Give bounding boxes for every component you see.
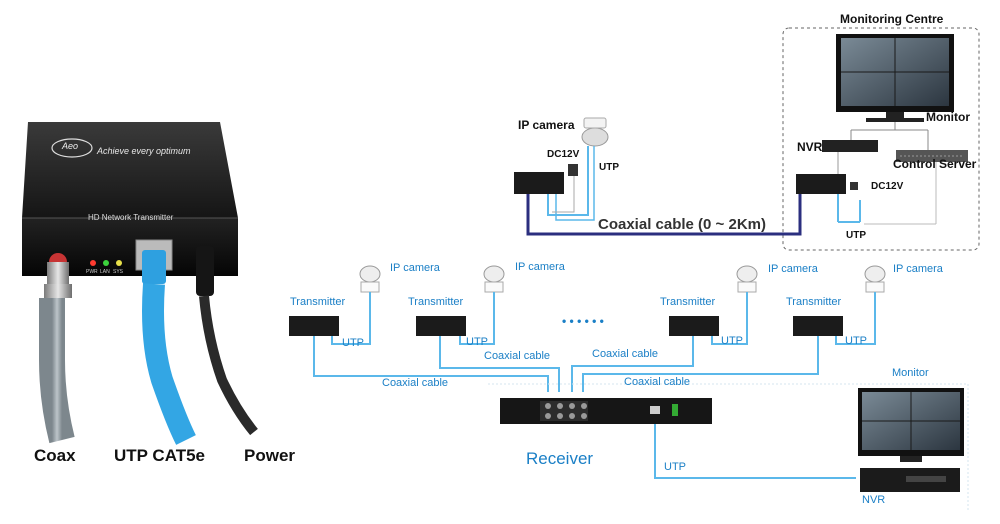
ip-camera-1-icon	[359, 265, 381, 283]
product-slogan: Achieve every optimum	[97, 146, 191, 156]
label-utp-cat5e: UTP CAT5e	[114, 446, 206, 465]
ip-camera-4-icon	[864, 265, 886, 283]
label-transmitter-1: Transmitter	[290, 296, 346, 308]
label-transmitter-4: Transmitter	[786, 296, 842, 308]
group-1	[289, 265, 549, 392]
label-utp-3: UTP	[721, 335, 743, 347]
transmitter-product-photo	[22, 122, 258, 445]
label-coaxial-4: Coaxial cable	[624, 376, 691, 388]
transmitter-1-icon	[289, 316, 339, 336]
transmitter-top-left-icon	[514, 172, 564, 194]
label-control-server: Control Server	[893, 157, 977, 171]
transmitter-3-icon	[669, 316, 719, 336]
label-monitor-bottom: Monitor	[892, 367, 929, 379]
product-brand: Aeo	[62, 141, 79, 151]
label-utp-nvr: UTP	[664, 461, 686, 473]
power-adapter-right-icon	[850, 182, 858, 190]
label-transmitter-3: Transmitter	[660, 296, 716, 308]
label-dc12v-left: DC12V	[547, 149, 580, 160]
ip-camera-2-icon	[483, 265, 505, 283]
label-coax: Coax	[34, 446, 76, 465]
transmitter-2-icon	[416, 316, 466, 336]
transmitter-top-right-icon	[796, 174, 846, 194]
brand-logo-icon	[51, 138, 93, 158]
label-monitoring-centre: Monitoring Centre	[840, 12, 944, 26]
label-power: Power	[244, 446, 296, 465]
label-coaxial-3: Coaxial cable	[592, 348, 659, 360]
ellipsis-more-transmitters: • • • • • •	[562, 314, 604, 328]
label-dc12v-right: DC12V	[871, 181, 904, 192]
label-nvr-top: NVR	[797, 140, 823, 154]
label-nvr-bottom: NVR	[862, 494, 886, 506]
label-utp-1: UTP	[342, 337, 364, 349]
label-utp-2: UTP	[466, 336, 488, 348]
led-sys-icon	[116, 260, 122, 266]
label-receiver: Receiver	[526, 449, 594, 468]
ip-camera-top-icon	[581, 127, 609, 147]
led-label-pwr: PWR	[86, 269, 98, 275]
led-lan-icon	[103, 260, 109, 266]
label-ip-camera-top: IP camera	[518, 118, 575, 132]
label-coaxial-2: Coaxial cable	[484, 350, 551, 362]
label-ip-camera-3: IP camera	[768, 263, 818, 275]
label-utp-4: UTP	[845, 335, 867, 347]
led-label-sys: SYS	[113, 269, 124, 275]
product-name: HD Network Transmitter	[88, 213, 174, 222]
label-monitor-top: Monitor	[926, 110, 970, 124]
transmitter-4-icon	[793, 316, 843, 336]
label-ip-camera-2: IP camera	[515, 261, 565, 273]
led-pwr-icon	[90, 260, 96, 266]
label-utp-top-right: UTP	[846, 230, 866, 241]
label-coaxial-top: Coaxial cable (0 ~ 2Km)	[598, 216, 766, 233]
receiver-icon	[500, 398, 712, 424]
label-ip-camera-1: IP camera	[390, 262, 440, 274]
monitoring-centre-area	[782, 27, 980, 251]
ip-camera-top-area	[514, 117, 802, 236]
label-utp-top-left: UTP	[599, 162, 619, 173]
nvr-top-icon	[822, 140, 878, 152]
bottom-diagram-graphics	[289, 265, 969, 510]
ip-camera-3-icon	[736, 265, 758, 283]
group-4	[582, 265, 886, 392]
label-coaxial-1: Coaxial cable	[382, 377, 449, 389]
monitoring-centre-box	[782, 27, 980, 251]
group-3	[571, 265, 758, 392]
label-ip-camera-4: IP camera	[893, 263, 943, 275]
led-label-lan: LAN	[100, 269, 110, 275]
power-adapter-left-icon	[568, 164, 578, 176]
coaxial-cable-top	[526, 194, 802, 236]
group-2	[416, 265, 560, 392]
label-transmitter-2: Transmitter	[408, 296, 464, 308]
